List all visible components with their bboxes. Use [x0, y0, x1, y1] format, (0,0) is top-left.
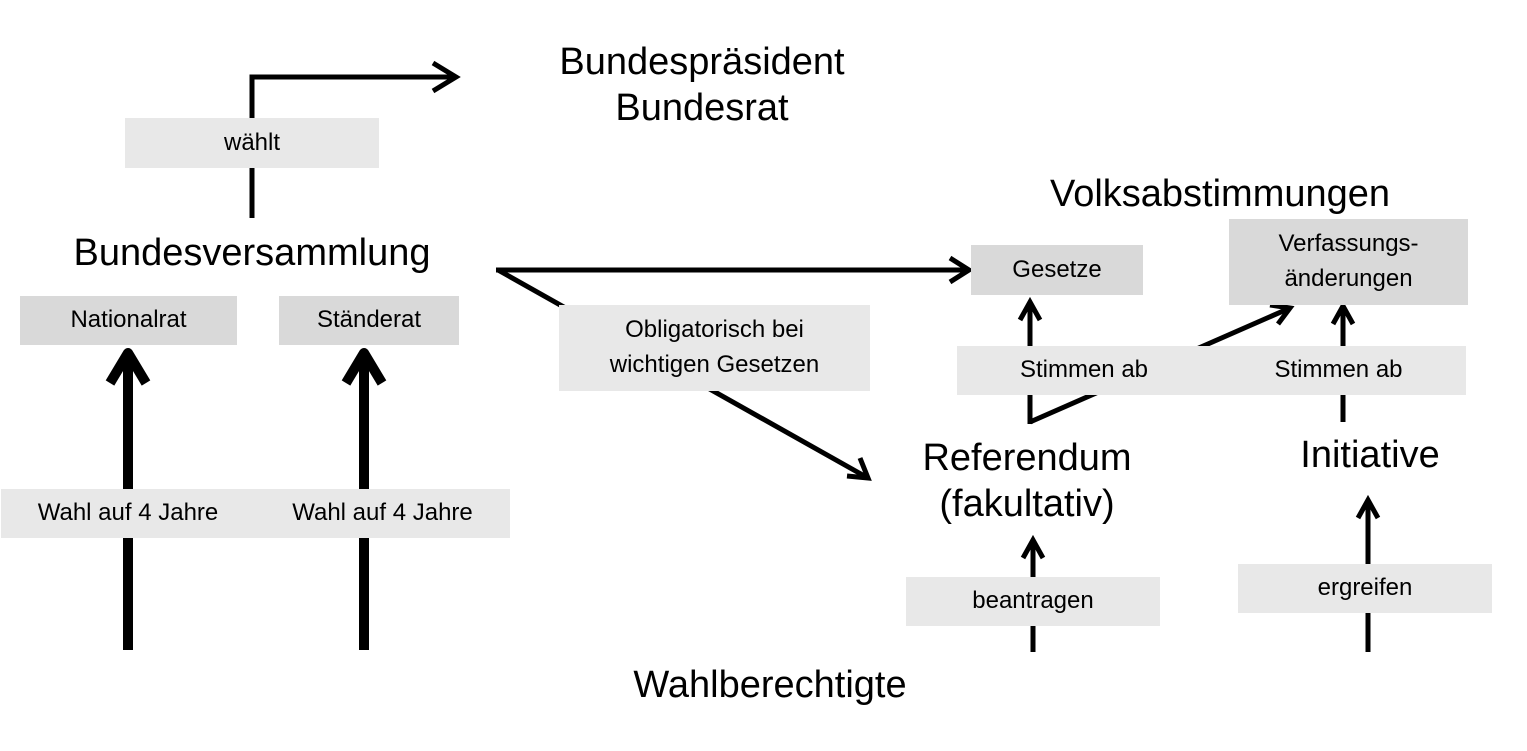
arrowhead-referendum-verfassung	[1269, 302, 1295, 326]
box-staenderat: Ständerat	[279, 296, 459, 345]
node-volksabstimmungen-label: Volksabstimmungen	[1049, 173, 1391, 216]
arrowhead-waehlt	[431, 60, 461, 94]
box-nationalrat-label: Nationalrat	[70, 306, 187, 334]
box-verfassungsaenderungen-line2: änderungen	[1284, 265, 1413, 292]
box-stimmen-ab-initiative-label: Stimmen ab	[1274, 356, 1403, 384]
arrowhead-initiative-verfassung	[1330, 300, 1356, 326]
node-bundespraesident: Bundespräsident Bundesrat	[527, 38, 877, 134]
box-stimmen-ab-initiative: Stimmen ab	[1211, 346, 1466, 395]
node-bundespraesident-line1: Bundespräsident	[559, 41, 845, 84]
node-wahlberechtigte-label: Wahlberechtigte	[633, 664, 907, 707]
box-beantragen-label: beantragen	[972, 587, 1094, 615]
box-staenderat-label: Ständerat	[316, 306, 422, 334]
arrowhead-staenderat	[341, 348, 387, 386]
box-waehlt: wählt	[125, 118, 379, 168]
arrowhead-gesetze	[948, 255, 974, 285]
box-stimmen-ab-referendum: Stimmen ab	[957, 346, 1211, 395]
node-bundespraesident-line2: Bundesrat	[615, 87, 789, 129]
box-gesetze: Gesetze	[971, 245, 1143, 295]
box-wahl-staenderat: Wahl auf 4 Jahre	[255, 489, 510, 538]
arrowhead-nationalrat	[105, 348, 151, 386]
node-bundesversammlung-label: Bundesversammlung	[73, 232, 431, 275]
box-obligatorisch-line1: Obligatorisch bei	[625, 316, 804, 344]
node-referendum-line2: (fakultativ)	[939, 483, 1115, 525]
box-stimmen-ab-referendum-label: Stimmen ab	[1019, 356, 1149, 384]
box-ergreifen-label: ergreifen	[1317, 574, 1413, 602]
arrowhead-referendum-gesetze	[1017, 296, 1043, 322]
box-wahl-staenderat-label: Wahl auf 4 Jahre	[292, 499, 473, 527]
node-bundesversammlung: Bundesversammlung	[40, 228, 464, 280]
connector-waehlt	[249, 74, 455, 218]
node-initiative-label: Initiative	[1300, 434, 1440, 477]
node-volksabstimmungen: Volksabstimmungen	[1010, 170, 1430, 220]
box-nationalrat: Nationalrat	[20, 296, 237, 345]
box-obligatorisch-line2: wichtigen Gesetzen	[609, 351, 820, 378]
box-wahl-nationalrat: Wahl auf 4 Jahre	[1, 489, 255, 538]
node-referendum-line1: Referendum	[922, 437, 1132, 480]
arrowhead-obligatorisch	[846, 457, 872, 481]
box-beantragen: beantragen	[906, 577, 1160, 626]
box-gesetze-label: Gesetze	[1012, 255, 1102, 283]
box-waehlt-label: wählt	[223, 128, 281, 156]
box-verfassungsaenderungen: Verfassungs- änderungen	[1229, 219, 1468, 305]
box-wahl-nationalrat-label: Wahl auf 4 Jahre	[37, 499, 219, 527]
box-ergreifen: ergreifen	[1238, 564, 1492, 613]
box-obligatorisch: Obligatorisch bei wichtigen Gesetzen	[559, 305, 870, 391]
arrowhead-ergreifen	[1355, 494, 1381, 520]
arrowhead-beantragen	[1020, 534, 1046, 560]
node-referendum: Referendum (fakultativ)	[900, 430, 1154, 534]
node-wahlberechtigte: Wahlberechtigte	[590, 660, 950, 712]
node-initiative: Initiative	[1270, 430, 1470, 482]
box-verfassungsaenderungen-line1: Verfassungs-	[1278, 230, 1419, 258]
